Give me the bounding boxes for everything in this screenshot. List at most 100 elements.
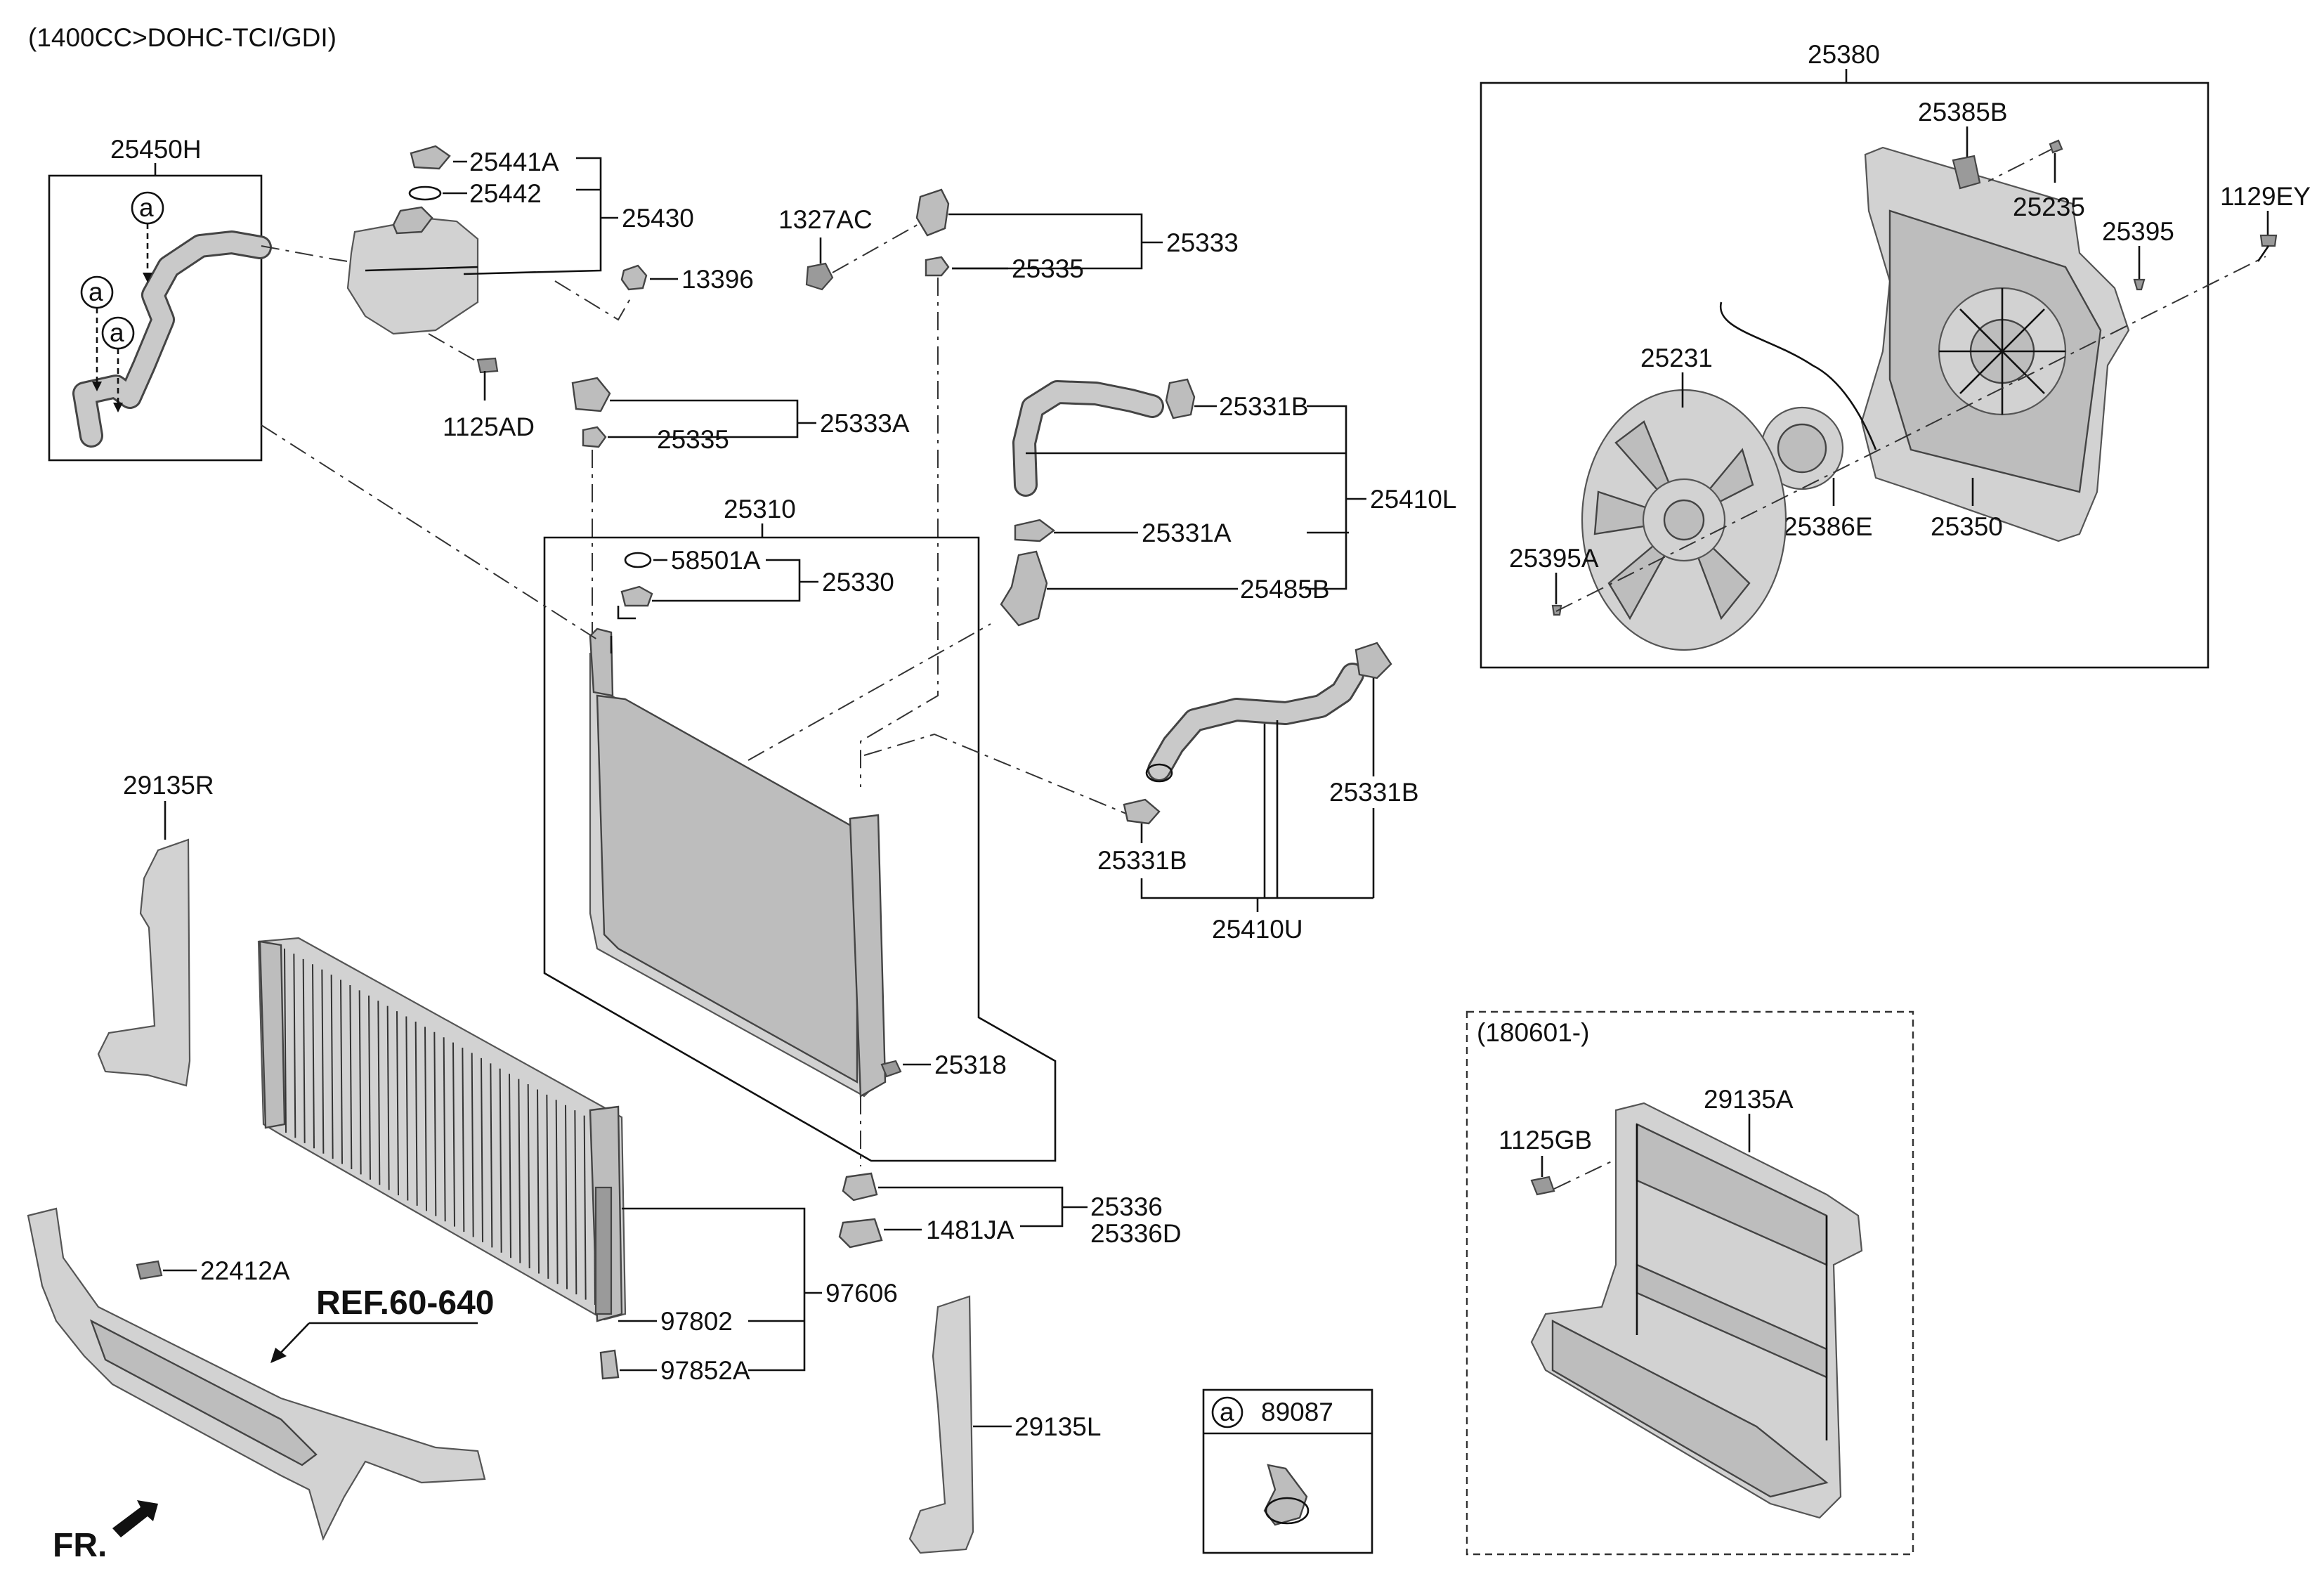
air-guard-29135l-group: 29135L xyxy=(908,1295,1101,1554)
lower-hose-group: 25331B 25331B 25410U xyxy=(1097,642,1419,944)
condenser-tube xyxy=(321,969,325,1154)
front-label: FR. xyxy=(53,1527,107,1564)
condenser-tube xyxy=(330,975,334,1159)
condenser-tube xyxy=(481,1057,483,1242)
resistor-25385b xyxy=(1952,155,1981,190)
clamp-25331b-right xyxy=(1354,642,1392,679)
callout-a-3: a xyxy=(101,316,135,412)
clamp-25331a xyxy=(1014,519,1055,542)
clamp-25331b-left xyxy=(1123,798,1161,825)
label-25336: 25336 xyxy=(1090,1192,1163,1221)
air-guard-29135r xyxy=(97,838,191,1087)
condenser-tube xyxy=(424,1027,427,1211)
label-1125ad: 1125AD xyxy=(443,412,535,441)
oring-25442 xyxy=(408,186,442,201)
condenser-tube xyxy=(414,1021,418,1206)
oring-58501a xyxy=(624,552,652,568)
label-25335-mid: 25335 xyxy=(657,425,729,454)
bracket-25333a-group: 25333A 25335 xyxy=(571,377,910,639)
front-arrow-icon xyxy=(112,1500,158,1537)
label-25386e: 25386E xyxy=(1783,512,1873,541)
label-22412a: 22412A xyxy=(200,1256,290,1285)
bracket-25333 xyxy=(915,188,950,237)
reservoir-group: 25441A 25442 25430 13396 1125AD xyxy=(261,145,754,441)
grommet-25335-mid xyxy=(582,426,607,448)
condenser-tube xyxy=(471,1053,474,1237)
upper-hose-group: 25331B 25331A 25485B 25410L xyxy=(1000,378,1456,627)
condenser-tube xyxy=(349,984,353,1169)
label-1481ja: 1481JA xyxy=(926,1216,1014,1244)
label-29135r: 29135R xyxy=(123,771,214,800)
label-25331b-top: 25331B xyxy=(1219,392,1309,421)
label-1125gb: 1125GB xyxy=(1499,1126,1592,1154)
condenser-tube xyxy=(527,1084,530,1269)
clip-89087 xyxy=(1263,1464,1308,1526)
drain-group: 25318 1481JA 25336 25336D xyxy=(838,1050,1182,1249)
reservoir-cap-25441a xyxy=(410,145,451,170)
label-29135a: 29135A xyxy=(1704,1085,1794,1114)
condenser-tube xyxy=(490,1063,493,1248)
label-25395: 25395 xyxy=(2102,217,2174,246)
bolt-1129ey xyxy=(2259,234,2278,247)
condenser-tube xyxy=(396,1011,399,1196)
radiator-frame xyxy=(543,536,1057,1162)
label-180601: (180601-) xyxy=(1477,1018,1589,1047)
reservoir-tank-25430 xyxy=(346,216,479,335)
cap-25330 xyxy=(620,585,653,607)
label-1129ey: 1129EY xyxy=(2220,182,2311,211)
radiator-group: 25310 58501A 25330 xyxy=(261,424,1139,1162)
label-25442: 25442 xyxy=(469,179,542,208)
screw-25395 xyxy=(2133,278,2146,291)
label-25441a: 25441A xyxy=(469,148,559,176)
condenser-group: 97606 97802 97852A xyxy=(257,937,898,1385)
bracket-25333a xyxy=(571,377,611,412)
label-25231: 25231 xyxy=(1640,344,1713,372)
condenser-tube xyxy=(537,1089,540,1274)
air-guard-29135r-group: 29135R xyxy=(97,771,214,1087)
label-25410l: 25410L xyxy=(1370,485,1456,514)
clamp-25331b-top xyxy=(1165,378,1196,419)
label-25333a: 25333A xyxy=(820,409,910,438)
screw-25235 xyxy=(2049,139,2063,154)
callout-a-1: a xyxy=(131,191,164,282)
label-25336d: 25336D xyxy=(1090,1219,1182,1248)
air-guard-29135l xyxy=(908,1295,974,1554)
condenser-tube xyxy=(293,954,296,1138)
label-25331a: 25331A xyxy=(1142,519,1232,547)
label-25318: 25318 xyxy=(934,1050,1007,1079)
variant-180601-frame xyxy=(1465,1010,1914,1556)
bolt-1125gb xyxy=(1530,1176,1555,1196)
condenser-tube xyxy=(462,1048,465,1232)
fan-assembly-frame xyxy=(1480,82,2209,669)
condenser-tube xyxy=(405,1016,409,1201)
front-carrier xyxy=(27,1207,486,1542)
condenser-tube xyxy=(546,1094,549,1279)
label-plate-22412a xyxy=(136,1260,163,1280)
label-25385b: 25385B xyxy=(1918,98,2008,126)
label-25395a: 25395A xyxy=(1509,544,1599,573)
label-25330: 25330 xyxy=(822,568,894,597)
label-89087: 89087 xyxy=(1261,1398,1333,1426)
engine-spec-header: (1400CC>DOHC-TCI/GDI) xyxy=(28,23,337,52)
condenser-tube xyxy=(433,1031,437,1216)
mount-insulator-25336 xyxy=(842,1172,878,1202)
legend-callout-a xyxy=(1211,1396,1243,1428)
drain-plug-25318 xyxy=(880,1060,902,1078)
bolt-1129ey-group: 1129EY xyxy=(2220,182,2311,262)
condenser-tube xyxy=(377,1001,381,1185)
front-direction-indicator: FR. xyxy=(53,1500,158,1564)
svg-text:a: a xyxy=(110,318,124,347)
condenser-tube xyxy=(312,964,315,1149)
bolt-1125ad xyxy=(476,357,499,374)
label-58501a: 58501A xyxy=(671,546,761,575)
svg-text:a: a xyxy=(1220,1398,1234,1426)
label-25350: 25350 xyxy=(1931,512,2003,541)
label-25331b-left: 25331B xyxy=(1097,846,1187,875)
condenser-tube xyxy=(302,958,306,1143)
fan-assembly-group: 25380 25385B 25235 25395 25386E xyxy=(1480,40,2266,669)
condenser-tube xyxy=(368,995,371,1180)
label-25235: 25235 xyxy=(2013,193,2085,221)
label-97606: 97606 xyxy=(825,1279,898,1308)
condenser-tube xyxy=(386,1005,390,1190)
hose-25450h-group: 25450H a a a xyxy=(48,135,272,462)
